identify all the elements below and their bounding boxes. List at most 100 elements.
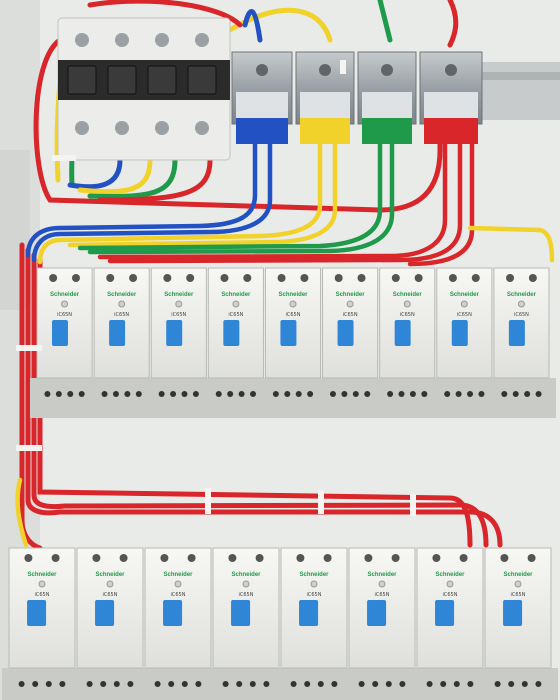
terminal-screw-icon	[501, 391, 508, 397]
terminal-screw-icon	[24, 554, 33, 562]
breaker-toggle-lever	[337, 320, 354, 346]
terminal-screw-icon	[181, 681, 188, 687]
lower-row-breaker: Schneider iC65N	[484, 547, 552, 687]
terminal-screw-icon	[432, 554, 441, 562]
breaker-model-label: iC65N	[457, 312, 472, 318]
breaker-toggle-lever	[394, 320, 411, 346]
breaker-toggle-lever	[299, 600, 319, 626]
breaker-brand-label: Schneider	[221, 292, 251, 298]
breaker-brand-label: Schneider	[450, 292, 480, 298]
breaker-model-label: iC65N	[511, 592, 526, 598]
breaker-brand-label: Schneider	[95, 572, 125, 578]
terminal-screw-icon	[440, 681, 447, 687]
terminal-screw-icon	[250, 391, 257, 397]
breaker-model-label: iC65N	[35, 592, 50, 598]
terminal-screw-icon	[506, 274, 515, 282]
breaker-model-label: iC65N	[228, 312, 243, 318]
terminal-screw-icon	[364, 391, 371, 397]
breaker-model-label: iC65N	[375, 592, 390, 598]
breaker-model-label: iC65N	[286, 312, 301, 318]
breaker-brand-label: Schneider	[435, 572, 465, 578]
cable-ties	[16, 60, 416, 516]
terminal-screw-icon	[238, 391, 245, 397]
breaker-toggle-lever	[27, 600, 47, 626]
terminal-screw-icon	[113, 681, 120, 687]
terminal-screw-icon	[352, 391, 359, 397]
breaker-toggle-lever	[166, 320, 183, 346]
terminal-screw-icon	[295, 391, 302, 397]
upper-row-breaker: Schneider iC65N	[93, 267, 150, 397]
terminal-screw-icon	[535, 681, 542, 687]
block-screw-icon	[319, 64, 331, 76]
terminal-screw-icon	[524, 391, 531, 397]
terminal-screw-icon	[398, 391, 405, 397]
terminal-screw-icon	[307, 391, 314, 397]
terminal-screw-icon	[329, 391, 336, 397]
terminal-screw-icon	[521, 681, 528, 687]
terminal-screw-icon	[471, 274, 480, 282]
terminal-screw-icon	[119, 554, 128, 562]
terminal-screw-icon	[51, 554, 60, 562]
breaker-brand-label: Schneider	[503, 572, 533, 578]
breaker-brand-label: Schneider	[393, 292, 423, 298]
terminal-screw-icon	[358, 681, 365, 687]
breaker-toggle-lever	[435, 600, 455, 626]
terminal-screw-icon	[341, 391, 348, 397]
terminal-screw-icon	[220, 274, 229, 282]
breaker-brand-label: Schneider	[107, 292, 137, 298]
terminal-screw-icon	[186, 274, 195, 282]
block-screw-icon	[381, 64, 393, 76]
terminal-screw-icon	[49, 274, 58, 282]
breaker-model-label: iC65N	[171, 592, 186, 598]
terminal-screw-icon	[32, 681, 39, 687]
lower-row-breaker: Schneider iC65N	[416, 547, 484, 687]
terminal-screw-icon	[170, 391, 177, 397]
terminal-screw-icon	[168, 681, 175, 687]
terminal-screw-icon	[478, 391, 485, 397]
terminal-screw-icon	[112, 391, 119, 397]
terminal-screw-icon	[236, 681, 243, 687]
terminal-screw-icon	[334, 274, 343, 282]
din-rail-top	[470, 62, 560, 120]
terminal-screw-icon	[227, 391, 234, 397]
terminal-screw-icon	[512, 391, 519, 397]
terminal-screw-icon	[44, 391, 51, 397]
breaker-toggle-lever	[223, 320, 240, 346]
breaker-model-label: iC65N	[103, 592, 118, 598]
breaker-brand-label: Schneider	[231, 572, 261, 578]
terminal-screw-icon	[385, 681, 392, 687]
distribution-blocks	[231, 51, 483, 144]
terminal-screw-icon	[18, 681, 25, 687]
main-breaker-4-pole	[57, 17, 231, 161]
upper-row-din-rail	[30, 378, 556, 418]
terminal-screw-icon	[426, 681, 433, 687]
terminal-screw-icon	[508, 681, 515, 687]
breaker-brand-label: Schneider	[278, 292, 308, 298]
terminal-screw-icon	[296, 554, 305, 562]
breaker-brand-label: Schneider	[367, 572, 397, 578]
terminal-screw-icon	[127, 681, 134, 687]
breaker-toggle-lever	[231, 600, 251, 626]
terminal-screw-icon	[391, 554, 400, 562]
terminal-screw-icon	[272, 391, 279, 397]
terminal-screw-icon	[181, 391, 188, 397]
terminal-screw-icon	[154, 681, 161, 687]
breaker-model-label: iC65N	[514, 312, 529, 318]
breaker-model-label: iC65N	[114, 312, 129, 318]
lower-row-breaker: Schneider iC65N	[348, 547, 416, 687]
terminal-screw-icon	[255, 554, 264, 562]
terminal-screw-icon	[304, 681, 311, 687]
terminal-screw-icon	[290, 681, 297, 687]
terminal-screw-icon	[160, 554, 169, 562]
block-screw-icon	[445, 64, 457, 76]
terminal-screw-icon	[527, 554, 536, 562]
terminal-screw-icon	[215, 391, 222, 397]
terminal-screw-icon	[135, 391, 142, 397]
terminal-screw-icon	[192, 391, 199, 397]
lower-row-breaker: Schneider iC65N	[76, 547, 144, 687]
terminal-screw-icon	[222, 681, 229, 687]
breaker-toggle-lever	[51, 320, 68, 346]
breaker-model-label: iC65N	[443, 592, 458, 598]
